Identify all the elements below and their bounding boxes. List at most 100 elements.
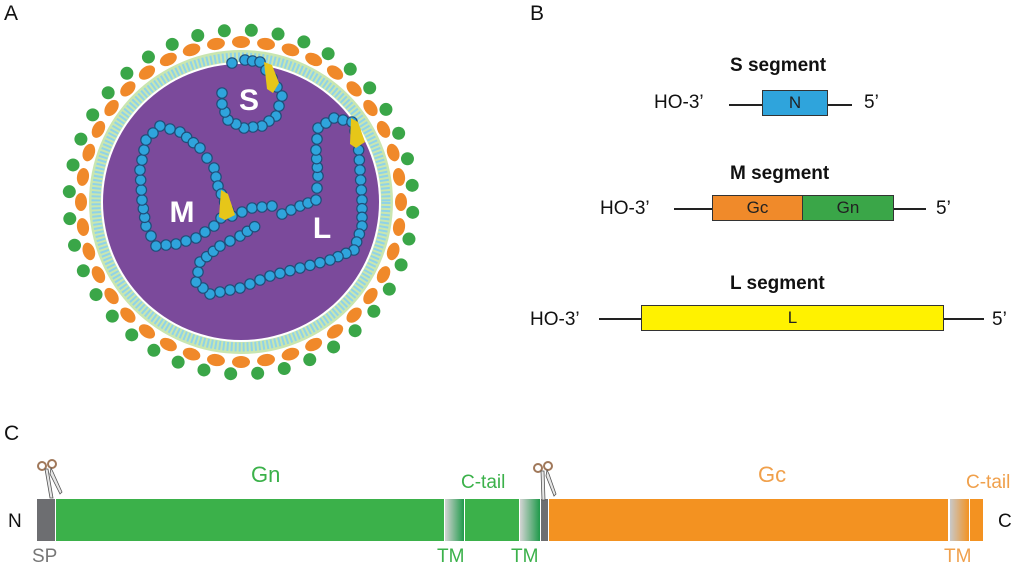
nucleoprotein-bead — [274, 267, 286, 280]
s-right-end: 5’ — [864, 92, 879, 113]
nucleoprotein-bead — [160, 239, 172, 251]
nucleoprotein-bead — [224, 284, 236, 296]
polymerase-m — [219, 190, 235, 220]
m-line-right — [894, 208, 926, 210]
polymerase-s — [264, 62, 279, 93]
gc-signal-tm-domain — [520, 499, 540, 541]
glycoprotein-spike — [147, 337, 177, 357]
gene-gc: Gc — [712, 195, 803, 221]
glycoprotein-spike — [363, 287, 381, 318]
glycoprotein-spike — [182, 29, 205, 57]
nucleoprotein-bead — [236, 206, 248, 218]
glycoprotein-spike — [392, 168, 419, 192]
glycoprotein-spike — [62, 185, 87, 211]
gc-ectodomain — [549, 499, 948, 541]
glycoprotein-spike — [326, 324, 344, 354]
s-line-right — [828, 104, 852, 106]
n-terminus-label: N — [8, 511, 22, 532]
tm-label-2: TM — [511, 546, 539, 567]
gc-title: Gc — [758, 462, 787, 487]
nucleoprotein-bead — [324, 254, 336, 266]
glycoprotein-spike — [257, 27, 285, 51]
gn-ctail-label: C-tail — [461, 472, 506, 493]
nucleoprotein-bead — [192, 266, 204, 278]
nucleoprotein-bead — [214, 286, 226, 298]
nucleoprotein-bead — [314, 256, 326, 269]
gene-n: N — [762, 90, 828, 116]
nucleoprotein-bead — [201, 152, 213, 164]
glycoprotein-spike — [120, 66, 136, 97]
nucleoprotein-bead — [150, 240, 162, 252]
m-line-left — [674, 208, 713, 210]
nucleoprotein-bead — [199, 226, 211, 238]
glycoprotein-spike — [386, 242, 408, 272]
m-left-end: HO-3’ — [600, 198, 650, 219]
nucleoprotein-bead — [140, 134, 152, 146]
c-terminus-label: C — [998, 511, 1012, 532]
nucleoprotein-bead — [224, 235, 236, 247]
nucleoprotein-bead — [294, 262, 306, 274]
glycoprotein-spike — [138, 50, 156, 80]
nucleoprotein-bead — [190, 232, 202, 244]
l-segment-title: L segment — [730, 273, 825, 294]
nucleoprotein-bead — [310, 194, 322, 206]
nucleoprotein-bead — [136, 154, 148, 166]
tm-label-1: TM — [437, 546, 465, 567]
gene-gn: Gn — [802, 195, 894, 221]
nucleoprotein-bead — [164, 123, 176, 135]
nucleoprotein-bead — [311, 182, 323, 194]
nucleoprotein-bead — [254, 56, 266, 68]
glycoprotein-spike — [277, 347, 300, 375]
s-left-end: HO-3’ — [654, 92, 704, 113]
nucleoprotein-bead — [266, 200, 278, 212]
lipid-bilayer — [91, 52, 391, 352]
nucleoprotein-bead — [190, 276, 202, 288]
glycoprotein-spike — [392, 218, 416, 246]
gn-ectodomain — [56, 499, 444, 541]
nucleoprotein-bead — [135, 184, 148, 196]
glycoprotein-spike — [86, 108, 106, 138]
m-right-end: 5’ — [936, 198, 951, 219]
label-m: M — [170, 196, 195, 229]
nucleoprotein-bead — [244, 278, 256, 290]
scissors-icon — [533, 461, 557, 501]
scissors-icon — [37, 459, 63, 499]
nucleoprotein-bead — [353, 154, 366, 166]
nucleoprotein-bead — [354, 164, 366, 176]
gc-tm-domain — [950, 499, 969, 541]
s-segment-title: S segment — [730, 55, 827, 76]
nucleoprotein-bead — [273, 100, 285, 112]
virion-illustration: S M L — [62, 23, 420, 381]
glycoprotein-spike — [68, 238, 96, 261]
glycoprotein-spike — [376, 266, 396, 296]
glycoprotein-spike — [303, 337, 323, 367]
nucleoprotein-bead — [134, 164, 146, 176]
glycoprotein-spike — [74, 132, 96, 162]
nucleoprotein-bead — [147, 127, 159, 139]
nucleoprotein-bead — [214, 240, 226, 252]
nucleoprotein-bead — [180, 235, 192, 247]
label-s: S — [239, 84, 259, 117]
nucleoprotein-bead — [226, 57, 238, 69]
glycoprotein-spike — [251, 353, 275, 380]
l-right-end: 5’ — [992, 309, 1007, 330]
nucleoprotein-bead — [136, 194, 148, 206]
nucleoprotein-bead — [355, 184, 368, 196]
glycoprotein-spike — [376, 120, 406, 140]
m-segment-title: M segment — [730, 163, 830, 184]
gn-tm-domain — [445, 499, 464, 541]
glycoprotein-spike — [346, 81, 377, 97]
glycoprotein-spike — [305, 47, 335, 67]
panel-label-c: C — [4, 422, 20, 445]
panel-label-b: B — [530, 2, 545, 25]
nucleoprotein-bead — [310, 144, 322, 156]
glycoprotein-spike — [224, 356, 250, 381]
nucleoprotein-bead — [284, 264, 296, 277]
glycoprotein-spike — [207, 24, 231, 51]
glycoprotein-spike — [125, 324, 156, 342]
nucleoprotein-bead — [311, 133, 323, 145]
tm-label-3: TM — [944, 546, 972, 567]
glycoprotein-spike — [395, 193, 420, 219]
s-line-left — [729, 104, 763, 106]
nucleoprotein-bead — [208, 220, 220, 232]
